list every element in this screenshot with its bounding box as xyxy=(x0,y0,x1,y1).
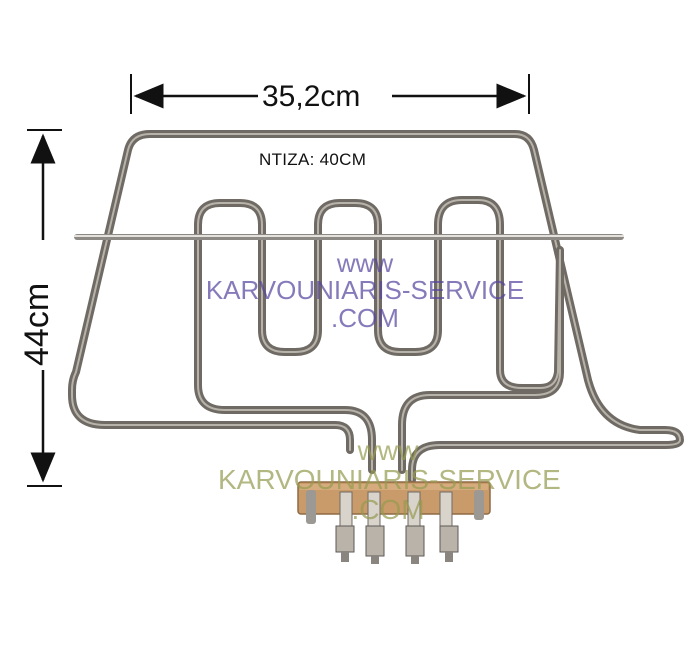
width-dimension-label: 35,2cm xyxy=(262,80,361,113)
rod-length-label: NTIZA: 40CM xyxy=(259,150,367,169)
watermark-bottom: www KARVOUNIARIS-SERVICE .COM xyxy=(218,435,561,525)
terminal xyxy=(439,491,459,562)
terminal xyxy=(365,491,385,564)
height-dimension xyxy=(27,129,62,487)
support-rod xyxy=(74,234,624,240)
width-dimension xyxy=(130,74,530,114)
watermark-top-line2: KARVOUNIARIS-SERVICE xyxy=(205,275,525,306)
watermark-bottom-line2: KARVOUNIARIS-SERVICE xyxy=(218,464,561,496)
watermark-bottom-line3: .COM xyxy=(351,493,425,525)
height-dimension-label: 44cm xyxy=(18,282,56,366)
watermark-top-line1: www xyxy=(336,248,394,278)
watermark-top: www KARVOUNIARIS-SERVICE .COM xyxy=(200,248,530,333)
watermark-bottom-line1: www xyxy=(357,435,419,466)
watermark-top-line3: .COM xyxy=(331,302,399,333)
terminal xyxy=(405,491,425,564)
inner-serpentine-loop xyxy=(194,196,564,474)
outer-heating-loop xyxy=(68,130,684,484)
terminal xyxy=(335,491,355,562)
terminals xyxy=(335,491,459,564)
